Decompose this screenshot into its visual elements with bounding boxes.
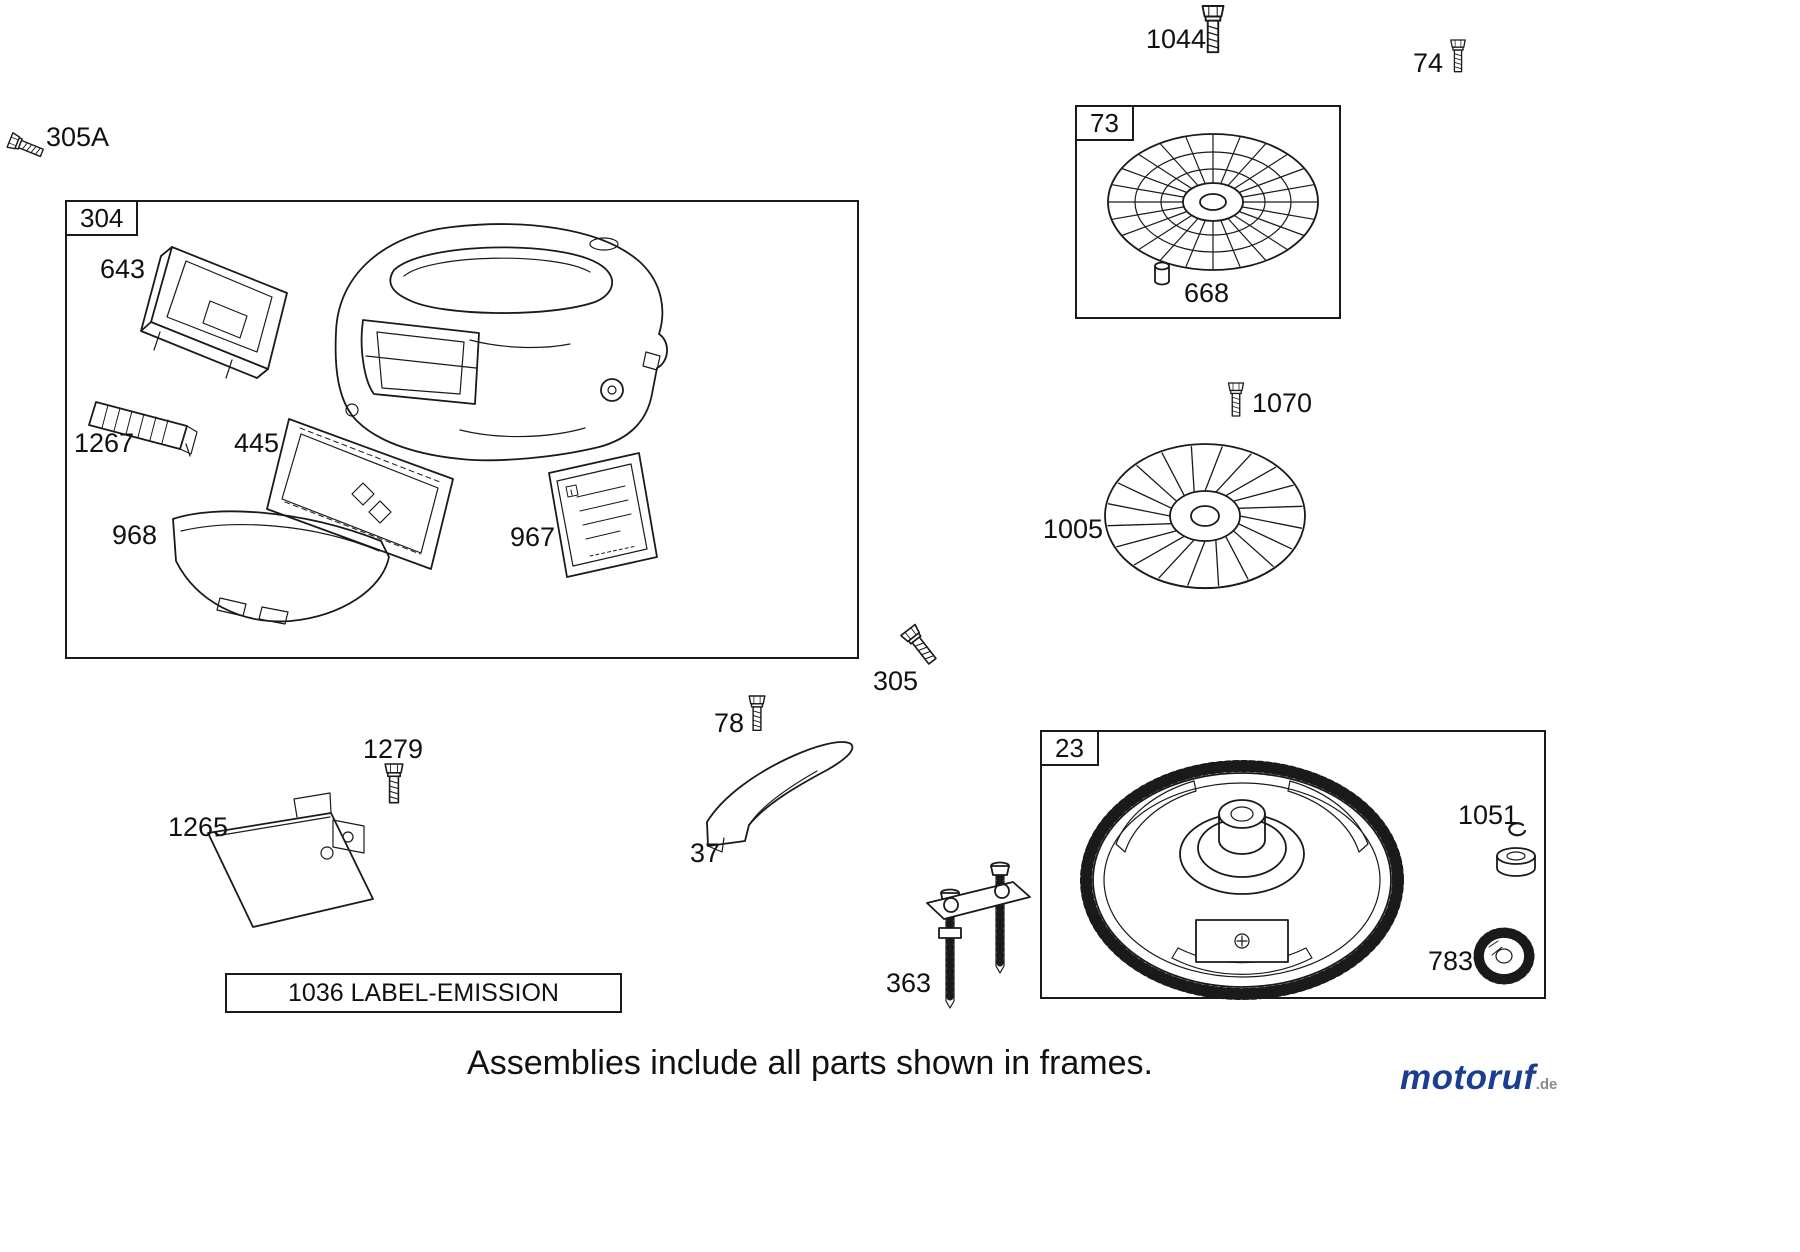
part-label-78: 78 bbox=[714, 708, 745, 738]
frame-23: 23 bbox=[1040, 730, 1546, 999]
part-label-1267: 1267 bbox=[74, 428, 135, 458]
motoruf-logo-tld: .de bbox=[1535, 1076, 1558, 1093]
governor-363-drawing bbox=[926, 861, 1031, 1009]
motoruf-logo: motoruf.de bbox=[1400, 1058, 1557, 1098]
bolt-305a-drawing bbox=[6, 132, 46, 161]
clip-cup-1051-drawing bbox=[1496, 822, 1536, 877]
bolt-1070-drawing bbox=[1227, 382, 1245, 417]
part-label-968: 968 bbox=[112, 520, 158, 550]
part-label-1051: 1051 bbox=[1458, 800, 1519, 830]
cover-968-drawing bbox=[172, 510, 390, 625]
emission-label-box: 1036 LABEL-EMISSION bbox=[225, 973, 622, 1013]
rib-strip-1267-drawing bbox=[88, 401, 198, 457]
part-label-445: 445 bbox=[234, 428, 280, 458]
air-guide-643-drawing bbox=[140, 246, 288, 379]
part-label-668: 668 bbox=[1184, 278, 1230, 308]
label-967-drawing bbox=[548, 452, 658, 578]
fan-screen-73-drawing bbox=[1107, 133, 1319, 271]
motoruf-logo-text: motoruf bbox=[1400, 1058, 1536, 1097]
bracket-37-drawing bbox=[706, 741, 854, 853]
frame-23-number: 23 bbox=[1040, 730, 1099, 766]
part-label-967: 967 bbox=[510, 522, 556, 552]
plate-1265-drawing bbox=[207, 792, 374, 928]
frame-73: 73 bbox=[1075, 105, 1341, 319]
part-label-305A: 305A bbox=[46, 122, 110, 152]
assemblies-note: Assemblies include all parts shown in fr… bbox=[467, 1044, 1153, 1082]
frame-73-number: 73 bbox=[1075, 105, 1134, 141]
part-label-1005: 1005 bbox=[1043, 514, 1104, 544]
part-label-1265: 1265 bbox=[168, 812, 229, 842]
screen-panel-445-drawing bbox=[266, 418, 454, 570]
bolt-1279-drawing bbox=[384, 763, 404, 804]
bolt-74-drawing bbox=[1450, 39, 1466, 73]
blower-housing-drawing bbox=[334, 223, 668, 462]
part-label-363: 363 bbox=[886, 968, 932, 998]
part-label-37: 37 bbox=[690, 838, 721, 868]
bolt-78-drawing bbox=[748, 695, 766, 732]
grommet-668-drawing bbox=[1154, 261, 1170, 286]
bolt-305-drawing bbox=[900, 623, 941, 668]
gear-783-drawing bbox=[1473, 927, 1535, 985]
part-label-1044: 1044 bbox=[1146, 24, 1207, 54]
flywheel-fan-1005-drawing bbox=[1104, 443, 1306, 590]
part-label-783: 783 bbox=[1428, 946, 1474, 976]
part-label-1070: 1070 bbox=[1252, 388, 1313, 418]
part-label-643: 643 bbox=[100, 254, 146, 284]
frame-304-number: 304 bbox=[65, 200, 139, 236]
frame-304: 304 bbox=[65, 200, 859, 659]
part-label-1279: 1279 bbox=[363, 734, 424, 764]
part-label-305: 305 bbox=[873, 666, 919, 696]
flywheel-23-drawing bbox=[1080, 760, 1404, 1000]
part-label-74: 74 bbox=[1413, 48, 1444, 78]
